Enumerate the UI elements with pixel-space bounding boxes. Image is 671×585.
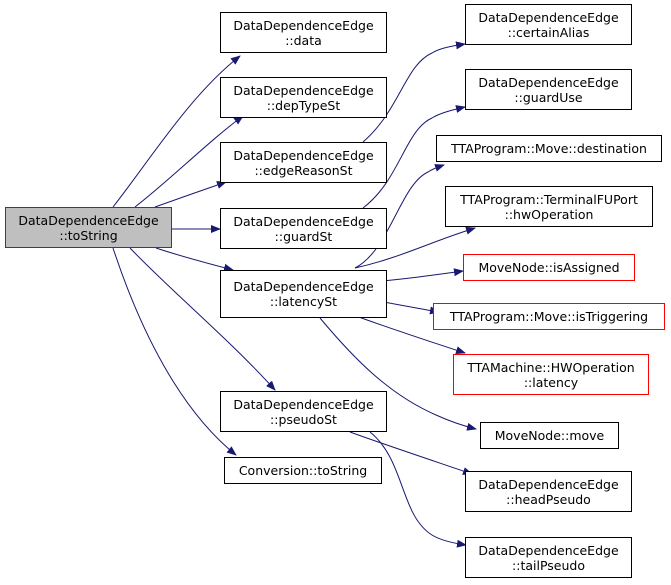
node-convToString-line1: Conversion::toString xyxy=(238,463,368,478)
node-move[interactable]: MoveNode::move xyxy=(480,422,619,449)
node-guardSt[interactable]: DataDependenceEdge ::guardSt xyxy=(220,208,387,249)
edge-guardSt-guardUse xyxy=(362,105,466,209)
node-latencySt-line1: DataDependenceEdge xyxy=(233,279,374,294)
node-tailPseudo-line2: ::tailPseudo xyxy=(512,557,585,573)
node-depTypeSt[interactable]: DataDependenceEdge ::depTypeSt xyxy=(220,77,387,118)
node-toString-line2: ::toString xyxy=(59,227,118,243)
node-hwLatency[interactable]: TTAMachine::HWOperation ::latency xyxy=(453,354,649,395)
node-pseudoSt[interactable]: DataDependenceEdge ::pseudoSt xyxy=(220,391,387,432)
node-edgeReasonSt-line1: DataDependenceEdge xyxy=(233,147,374,163)
node-guardSt-line1: DataDependenceEdge xyxy=(233,213,374,229)
node-edgeReasonSt[interactable]: DataDependenceEdge ::edgeReasonSt xyxy=(220,142,387,183)
node-guardUse-line1: DataDependenceEdge xyxy=(478,74,619,90)
node-data-line2: ::data xyxy=(285,32,322,48)
edge-pseudoSt-headPseudo xyxy=(349,431,473,475)
node-certainAlias-line1: DataDependenceEdge xyxy=(478,9,619,25)
node-data-line1: DataDependenceEdge xyxy=(233,17,374,33)
node-destination-line1: TTAProgram::Move::destination xyxy=(451,141,647,156)
node-toString: DataDependenceEdge ::toString xyxy=(5,207,172,248)
node-data[interactable]: DataDependenceEdge ::data xyxy=(220,12,387,53)
node-depTypeSt-line1: DataDependenceEdge xyxy=(233,82,374,98)
edge-toString-convToString xyxy=(112,247,237,456)
node-headPseudo-line2: ::headPseudo xyxy=(506,491,591,507)
edge-latencySt-hwOperation xyxy=(354,226,476,269)
node-isTriggering[interactable]: TTAProgram::Move::isTriggering xyxy=(433,303,665,330)
node-guardUse-line2: ::guardUse xyxy=(514,89,583,105)
node-isAssigned[interactable]: MoveNode::isAssigned xyxy=(463,254,635,281)
node-guardSt-line2: ::guardSt xyxy=(274,228,333,244)
node-tailPseudo-line1: DataDependenceEdge xyxy=(478,542,619,558)
node-pseudoSt-line2: ::pseudoSt xyxy=(270,411,337,427)
node-hwLatency-line2: ::latency xyxy=(523,374,579,390)
node-hwOperation-line1: TTAProgram::TerminalFUPort xyxy=(460,191,638,207)
edge-toString-pseudoSt xyxy=(129,247,276,391)
node-move-line1: MoveNode::move xyxy=(494,428,605,443)
node-convToString[interactable]: Conversion::toString xyxy=(224,457,382,484)
node-latencySt-line2: ::latencySt xyxy=(269,294,338,309)
edge-latencySt-move xyxy=(319,317,477,431)
node-pseudoSt-line1: DataDependenceEdge xyxy=(233,396,374,412)
node-isAssigned-line1: MoveNode::isAssigned xyxy=(478,260,620,275)
node-hwLatency-line1: TTAMachine::HWOperation xyxy=(467,359,635,375)
node-headPseudo-line1: DataDependenceEdge xyxy=(478,476,619,492)
edge-toString-data xyxy=(112,55,241,208)
node-toString-line1: DataDependenceEdge xyxy=(18,212,159,228)
edge-pseudoSt-tailPseudo xyxy=(369,431,467,548)
node-edgeReasonSt-line2: ::edgeReasonSt xyxy=(254,162,353,178)
node-hwOperation[interactable]: TTAProgram::TerminalFUPort ::hwOperation xyxy=(445,186,653,227)
node-isTriggering-line1: TTAProgram::Move::isTriggering xyxy=(449,309,649,324)
node-tailPseudo[interactable]: DataDependenceEdge ::tailPseudo xyxy=(465,537,632,578)
node-certainAlias[interactable]: DataDependenceEdge ::certainAlias xyxy=(465,4,632,45)
node-guardUse[interactable]: DataDependenceEdge ::guardUse xyxy=(465,69,632,110)
node-certainAlias-line2: ::certainAlias xyxy=(507,24,590,40)
node-latencySt[interactable]: DataDependenceEdge ::latencySt xyxy=(220,270,387,318)
node-headPseudo[interactable]: DataDependenceEdge ::headPseudo xyxy=(465,471,632,512)
edge-toString-edgeReasonSt xyxy=(154,181,227,208)
node-depTypeSt-line2: ::depTypeSt xyxy=(266,97,341,113)
edge-toString-depTypeSt xyxy=(134,115,244,208)
node-destination[interactable]: TTAProgram::Move::destination xyxy=(436,135,662,162)
node-hwOperation-line2: ::hwOperation xyxy=(504,206,594,222)
edge-toString-latencySt xyxy=(155,247,234,272)
